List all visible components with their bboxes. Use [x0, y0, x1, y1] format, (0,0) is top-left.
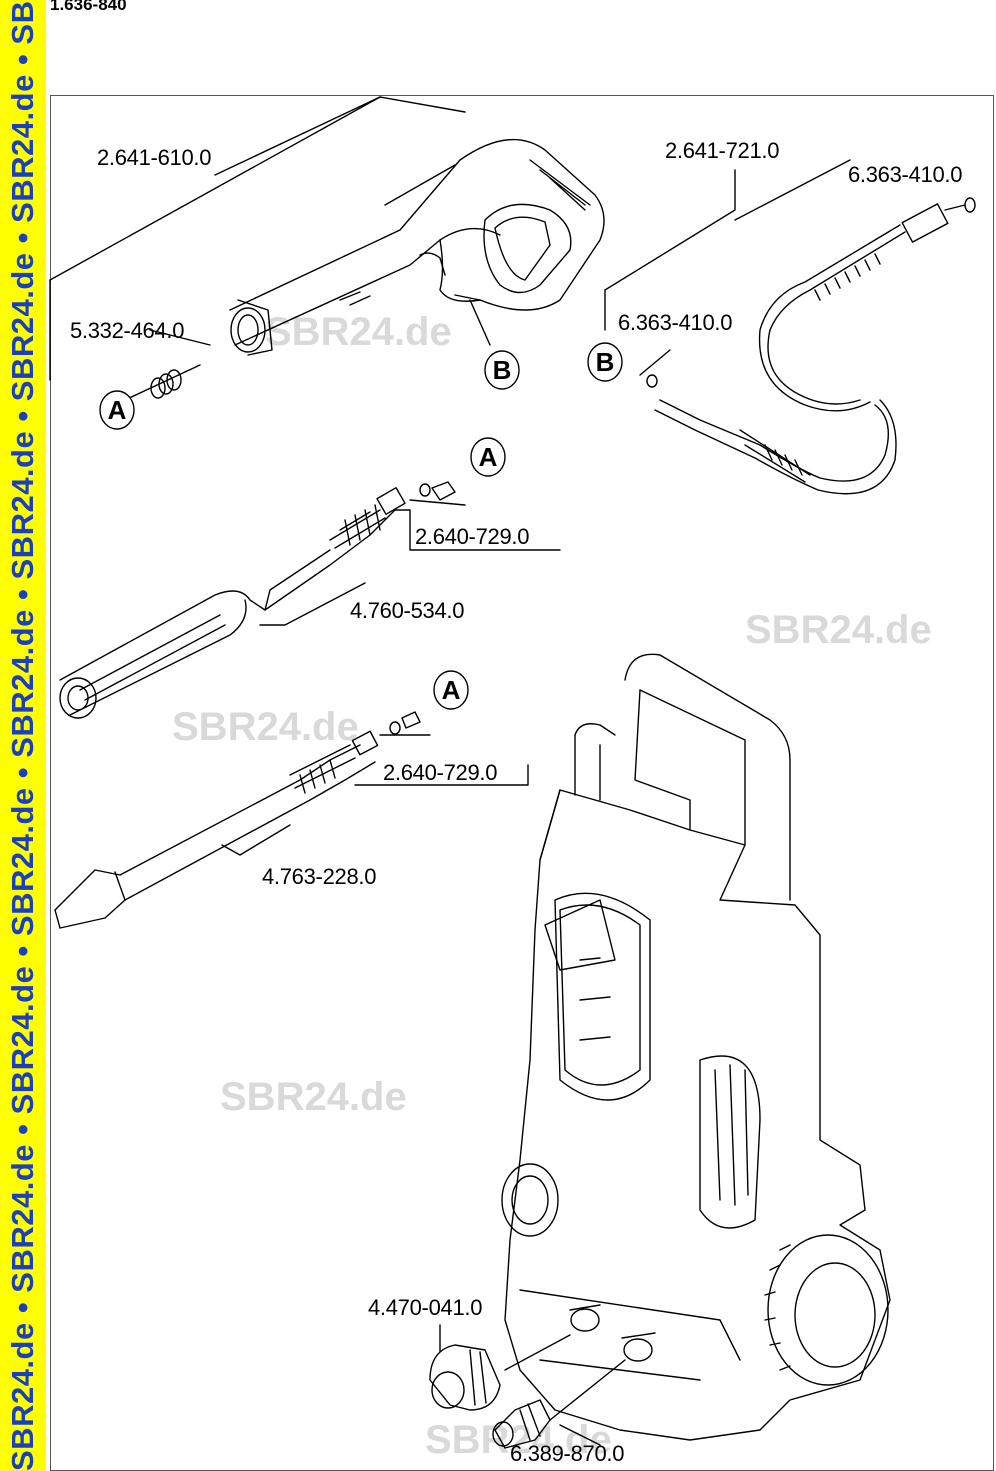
part-label-vario-lance: 4.760-534.0 — [350, 598, 465, 623]
part-label-trigger-gun: 2.641-610.0 — [97, 145, 212, 170]
coupling-drawing — [429, 1324, 571, 1411]
part-label-hose-seal-top: 6.363-410.0 — [848, 162, 963, 187]
watermark-3: SBR24.de — [172, 705, 359, 749]
gun-leader-line — [469, 299, 491, 346]
watermark-4: SBR24.de — [220, 1075, 407, 1119]
part-label-lance-adapter-2: 2.640-729.0 — [383, 760, 498, 785]
part-label-lance-adapter-1: 2.640-729.0 — [415, 524, 530, 549]
svg-text:B: B — [596, 347, 615, 377]
watermark-side-strip: SBR24.de • SBR24.de • SBR24.de • SBR24.d… — [0, 0, 46, 1471]
part-label-coupling: 4.470-041.0 — [368, 1295, 483, 1320]
vario-power-lance-drawing — [59, 481, 561, 719]
marker-a-blaster: A — [433, 670, 469, 710]
marker-a-gun: A — [99, 390, 135, 430]
dirt-blaster-lance-drawing — [54, 711, 529, 929]
garden-hose-adapter-drawing — [492, 1359, 626, 1449]
part-label-hose: 2.641-721.0 — [665, 138, 780, 163]
marker-b-hose: B — [587, 342, 623, 382]
marker-a-vario: A — [470, 437, 506, 477]
watermark-2: SBR24.de — [745, 608, 932, 652]
spring-drawing — [124, 329, 211, 401]
pressure-washer-body-drawing — [501, 653, 891, 1441]
hose-seal-leader-line — [639, 349, 671, 376]
document-id: 1.636-840 — [50, 0, 127, 14]
part-label-spring: 5.332-464.0 — [70, 318, 185, 343]
marker-b-gun: B — [484, 350, 520, 390]
trigger-gun-drawing — [49, 96, 605, 381]
svg-text:B: B — [493, 355, 512, 385]
part-label-dirt-blaster: 4.763-228.0 — [262, 864, 377, 889]
part-label-hose-seal-b: 6.363-410.0 — [618, 310, 733, 335]
high-pressure-hose-drawing — [604, 159, 976, 495]
svg-text:A: A — [442, 675, 461, 705]
watermark-5: SBR24.de — [425, 1418, 612, 1462]
svg-text:A: A — [108, 395, 127, 425]
svg-text:A: A — [479, 442, 498, 472]
part-label-garden-adapter: 6.389-870.0 — [510, 1441, 625, 1466]
